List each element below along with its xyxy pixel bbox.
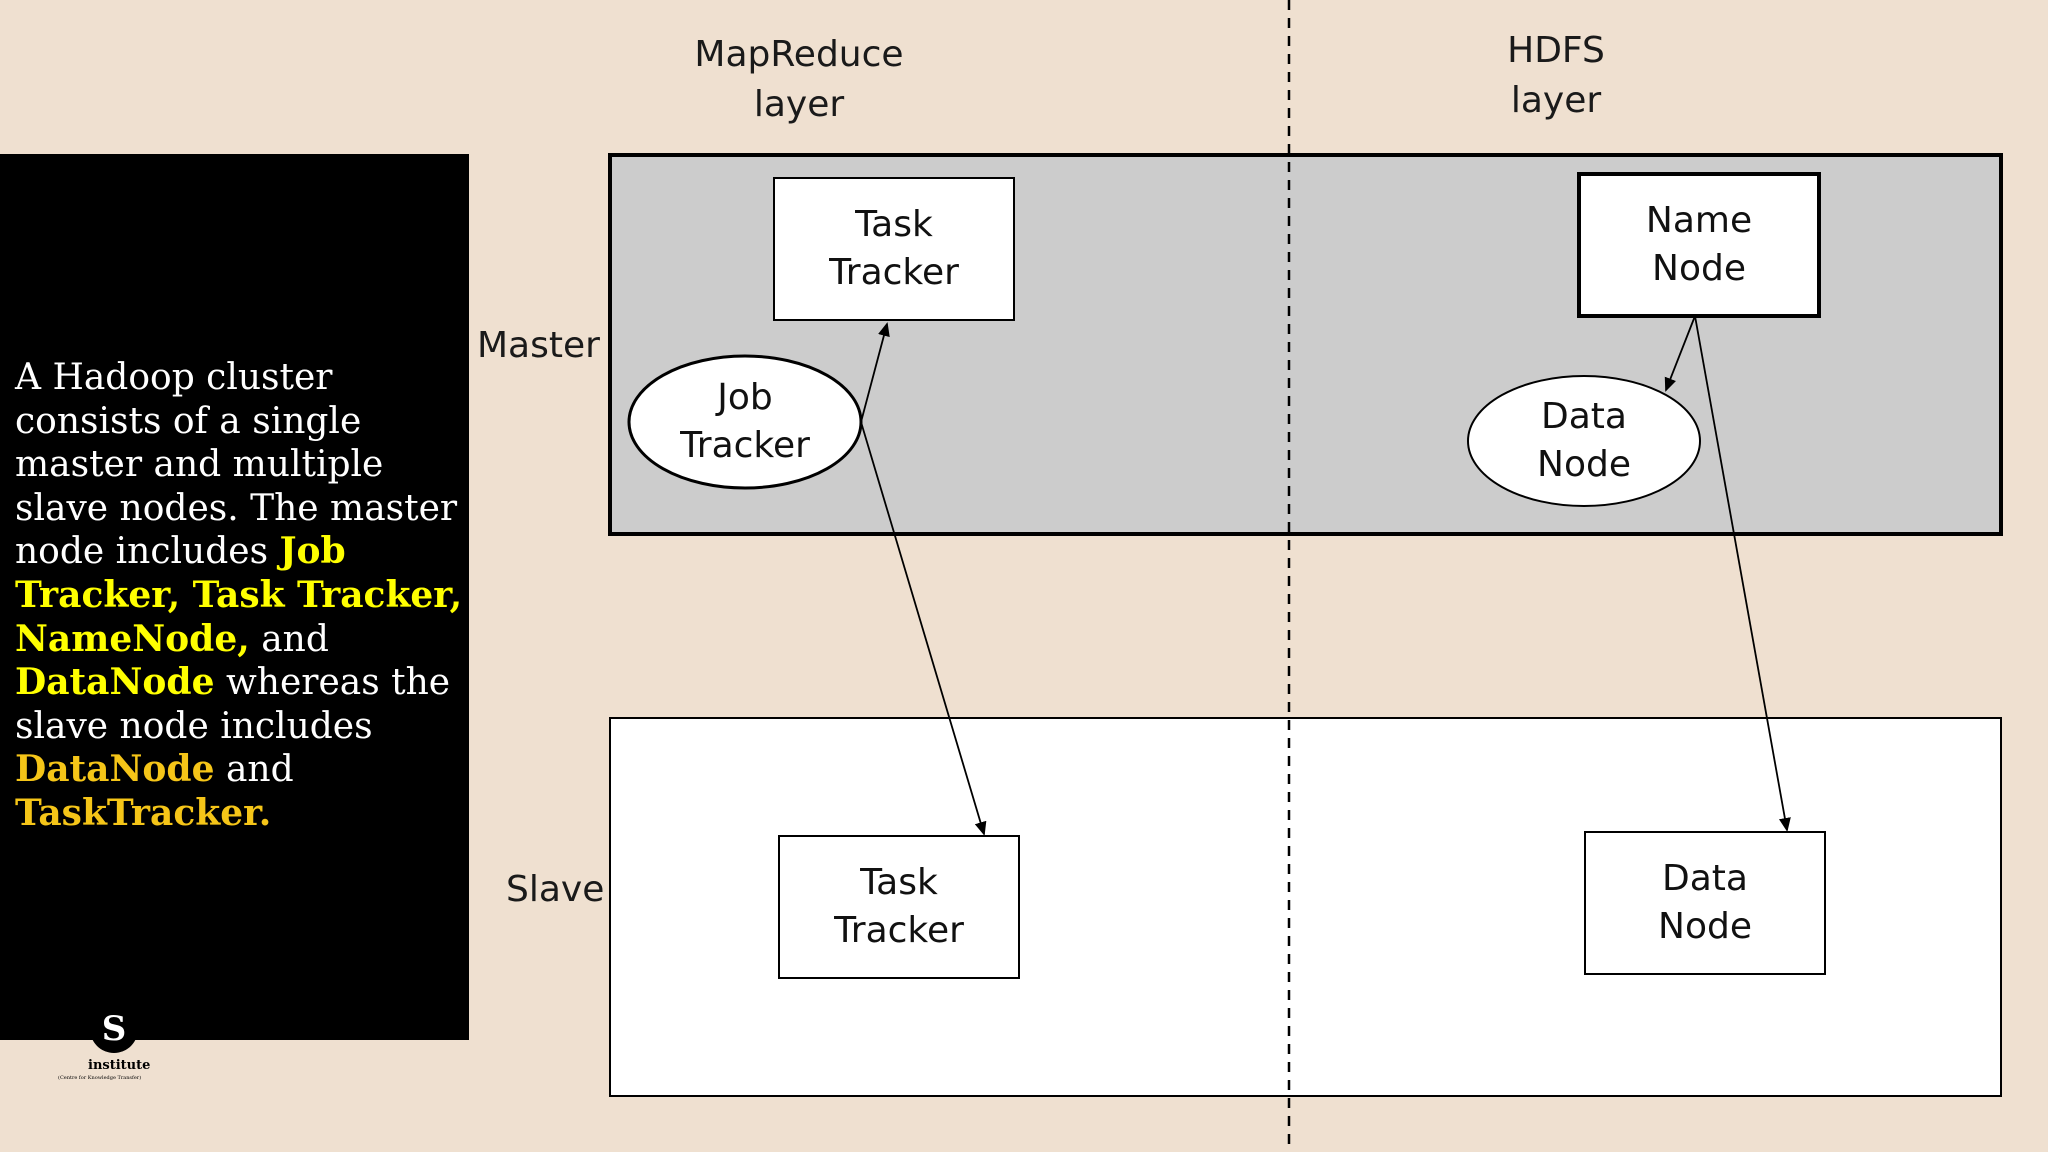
master-task-tracker-line2: Tracker [829,252,959,293]
master-row-label: Master [477,325,600,366]
caption-text: A Hadoop cluster consists of a single ma… [15,356,465,836]
caption-connector-1: and [249,618,329,660]
caption-highlight-master-datanode: DataNode [15,661,215,704]
master-task-tracker-box [773,177,1015,321]
caption-panel: A Hadoop cluster consists of a single ma… [0,154,469,1040]
name-node-box [1577,172,1821,318]
slave-data-node-line2: Node [1658,906,1752,947]
logo-word: institute [88,1058,151,1073]
hdfs-heading-line1: HDFS [1507,30,1605,71]
mapreduce-heading-line1: MapReduce [694,34,904,75]
caption-connector-2: whereas the slave node includes [15,662,451,747]
logo-tagline: (Centre for Knowledge Transfer) [58,1075,142,1081]
slave-data-node-line1: Data [1662,858,1748,899]
slave-data-node-box [1584,831,1826,975]
caption-intro: A Hadoop cluster consists of a single ma… [15,357,458,573]
arrow-name-node-to-slave-data-node [1694,315,1791,832]
logo-mark: S [90,1005,138,1053]
hadoop-architecture-diagram: MapReduce layer HDFS layer Master Slave … [469,0,2048,1152]
caption-connector-3: and [214,749,294,791]
caption-highlight-slave-datanode: DataNode [15,748,215,791]
slave-task-tracker-line2: Tracker [834,910,964,951]
hdfs-layer-heading: HDFS layer [1426,26,1686,126]
name-node-line1: Name [1645,200,1753,241]
arrow-name-node-to-master-data-node [1664,315,1696,392]
master-task-tracker-line1: Task [855,204,933,245]
mapreduce-heading-line2: layer [753,84,845,125]
slave-task-tracker-box [778,835,1020,979]
arrow-job-tracker-to-master-task-tracker [860,322,890,423]
job-tracker-line2: Tracker [680,425,810,466]
master-data-node-line2: Node [1537,444,1631,485]
institute-logo: S institute (Centre for Knowledge Transf… [54,1005,150,1081]
master-data-node-line1: Data [1541,396,1627,437]
diagram-canvas [608,0,2003,1152]
slave-row-label: Slave [506,869,605,910]
master-data-node-ellipse [1467,375,1701,507]
name-node-line2: Node [1652,248,1746,289]
hdfs-heading-line2: layer [1510,80,1602,121]
slave-task-tracker-line1: Task [860,862,938,903]
caption-highlight-slave-tasktracker: TaskTracker. [15,791,272,834]
job-tracker-line1: Job [717,377,773,418]
mapreduce-layer-heading: MapReduce layer [669,30,929,130]
caption-highlight-master-components: Job Tracker, Task Tracker, NameNode, [15,530,463,660]
arrow-job-tracker-to-slave-task-tracker [860,421,987,836]
